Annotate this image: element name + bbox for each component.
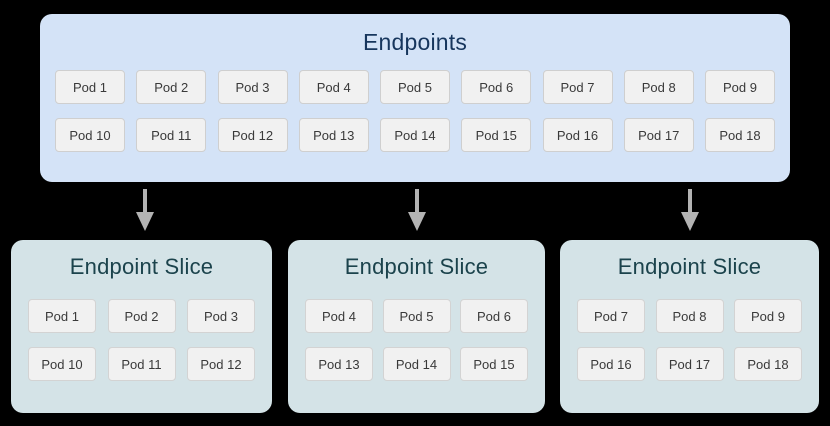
slice-pod-row-2: Pod 13 Pod 14 Pod 15 xyxy=(305,347,528,381)
pod-chip[interactable]: Pod 14 xyxy=(380,118,450,152)
slice-pod-grid: Pod 7 Pod 8 Pod 9 Pod 16 Pod 17 Pod 18 xyxy=(577,299,802,381)
pod-chip[interactable]: Pod 16 xyxy=(542,118,613,152)
pod-chip[interactable]: Pod 12 xyxy=(217,118,288,152)
endpoints-pod-row-1: Pod 1 Pod 2 Pod 3 Pod 4 Pod 5 Pod 6 Pod … xyxy=(55,70,775,104)
pod-chip[interactable]: Pod 8 xyxy=(655,299,724,333)
pod-chip[interactable]: Pod 12 xyxy=(187,347,255,381)
pod-chip[interactable]: Pod 4 xyxy=(305,299,373,333)
slice-pod-row-2: Pod 16 Pod 17 Pod 18 xyxy=(577,347,802,381)
slice-pod-grid: Pod 4 Pod 5 Pod 6 Pod 13 Pod 14 Pod 15 xyxy=(305,299,528,381)
pod-chip[interactable]: Pod 10 xyxy=(55,118,125,152)
arrow-down-icon xyxy=(132,189,158,231)
pod-chip[interactable]: Pod 3 xyxy=(187,299,255,333)
pod-chip[interactable]: Pod 1 xyxy=(28,299,96,333)
slice-pod-grid: Pod 1 Pod 2 Pod 3 Pod 10 Pod 11 Pod 12 xyxy=(28,299,255,381)
endpoint-slice-panel-3: Endpoint Slice Pod 7 Pod 8 Pod 9 Pod 16 … xyxy=(560,240,819,413)
slice-pod-row-1: Pod 7 Pod 8 Pod 9 xyxy=(577,299,802,333)
slice-pod-row-1: Pod 1 Pod 2 Pod 3 xyxy=(28,299,255,333)
pod-chip[interactable]: Pod 9 xyxy=(705,70,775,104)
pod-chip[interactable]: Pod 13 xyxy=(298,118,369,152)
pod-chip[interactable]: Pod 18 xyxy=(705,118,775,152)
pod-chip[interactable]: Pod 2 xyxy=(107,299,176,333)
endpoints-pod-grid: Pod 1 Pod 2 Pod 3 Pod 4 Pod 5 Pod 6 Pod … xyxy=(55,70,775,152)
pod-chip[interactable]: Pod 14 xyxy=(382,347,451,381)
pod-chip[interactable]: Pod 4 xyxy=(298,70,369,104)
pod-chip[interactable]: Pod 2 xyxy=(136,70,207,104)
pod-chip[interactable]: Pod 7 xyxy=(577,299,645,333)
pod-chip[interactable]: Pod 1 xyxy=(55,70,125,104)
arrow-down-icon xyxy=(677,189,703,231)
pod-chip[interactable]: Pod 17 xyxy=(623,118,694,152)
pod-chip[interactable]: Pod 6 xyxy=(460,299,528,333)
endpoints-pod-row-2: Pod 10 Pod 11 Pod 12 Pod 13 Pod 14 Pod 1… xyxy=(55,118,775,152)
endpoint-slice-panel-1: Endpoint Slice Pod 1 Pod 2 Pod 3 Pod 10 … xyxy=(11,240,272,413)
slice-pod-row-2: Pod 10 Pod 11 Pod 12 xyxy=(28,347,255,381)
pod-chip[interactable]: Pod 10 xyxy=(28,347,96,381)
pod-chip[interactable]: Pod 5 xyxy=(380,70,450,104)
pod-chip[interactable]: Pod 17 xyxy=(655,347,724,381)
pod-chip[interactable]: Pod 16 xyxy=(577,347,645,381)
pod-chip[interactable]: Pod 15 xyxy=(461,118,532,152)
pod-chip[interactable]: Pod 11 xyxy=(136,118,207,152)
pod-chip[interactable]: Pod 8 xyxy=(623,70,694,104)
pod-chip[interactable]: Pod 6 xyxy=(461,70,532,104)
pod-chip[interactable]: Pod 13 xyxy=(305,347,373,381)
pod-chip[interactable]: Pod 15 xyxy=(460,347,528,381)
endpoints-panel: Endpoints Pod 1 Pod 2 Pod 3 Pod 4 Pod 5 … xyxy=(40,14,790,182)
pod-chip[interactable]: Pod 3 xyxy=(217,70,288,104)
arrow-down-icon xyxy=(404,189,430,231)
pod-chip[interactable]: Pod 11 xyxy=(107,347,176,381)
pod-chip[interactable]: Pod 5 xyxy=(382,299,451,333)
slice-pod-row-1: Pod 4 Pod 5 Pod 6 xyxy=(305,299,528,333)
endpoint-slice-title: Endpoint Slice xyxy=(69,254,214,279)
endpoints-title: Endpoints xyxy=(362,29,468,55)
pod-chip[interactable]: Pod 9 xyxy=(734,299,802,333)
endpoint-slice-title: Endpoint Slice xyxy=(617,254,762,279)
endpoint-slice-panel-2: Endpoint Slice Pod 4 Pod 5 Pod 6 Pod 13 … xyxy=(288,240,545,413)
endpoint-slice-title: Endpoint Slice xyxy=(344,254,489,279)
pod-chip[interactable]: Pod 7 xyxy=(542,70,613,104)
pod-chip[interactable]: Pod 18 xyxy=(734,347,802,381)
